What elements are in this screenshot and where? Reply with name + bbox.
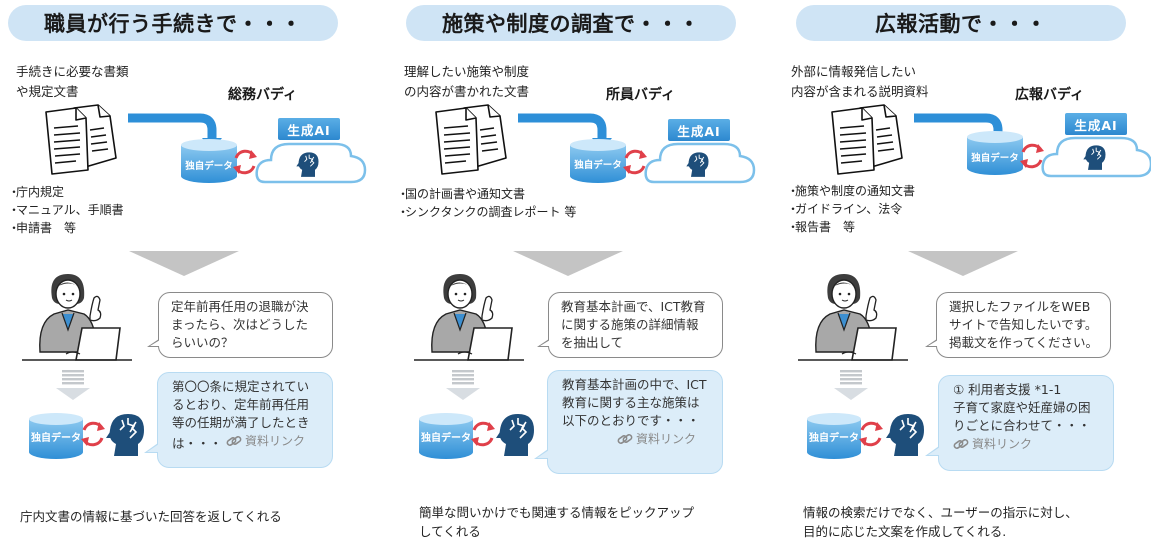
answer-text: ① 利用者支援 *1-1 子育て家庭や妊産婦の困りごとに合わせて・・・ [953,382,1091,433]
source-documents-label: 外部に情報発信したい 内容が含まれる説明資料 [791,64,929,99]
sync-arrows-icon [623,149,647,175]
database-icon [419,413,473,459]
panel-summary-text: 情報の検索だけでなく、ユーザーの指示に対し、 目的に応じた文案を作成してくれる. [803,505,1078,539]
panel-procedures: 職員が行う手続きで・・・ 手続きに必要な書類 や規定文書 総務バディ 独自データ [0,0,384,551]
database-icon [29,413,83,459]
document-examples-list: 国の計画書や通知文書シンクタンクの調査レポート 等 [397,185,576,221]
database-icon [181,139,237,183]
office-worker-laptop-icon [414,274,524,361]
database-icon [967,131,1023,175]
database-icon [807,413,861,459]
database-label: 独自データ [809,433,859,444]
database-label: 独自データ [971,153,1019,164]
database-label: 独自データ [574,160,622,171]
documents-icon [45,104,117,175]
panel-summary-text: 簡単な問いかけでも関連する情報をピックアップ してくれる [419,505,695,539]
document-link[interactable]: 資料リンク [617,430,696,448]
down-arrow-icon [446,370,480,400]
panel-public-relations: 広報活動で・・・ 外部に情報発信したい 内容が含まれる説明資料 広報バディ 独自… [768,0,1151,551]
doc-link-row: 資料リンク [562,430,708,451]
buddy-name: 広報バディ [1015,87,1085,103]
document-link[interactable]: 資料リンク [953,435,1032,453]
document-examples-list: 庁内規定マニュアル、手順書申請書 等 [8,183,124,237]
ai-brain-head-icon [496,414,534,456]
generative-ai-badge: 生成AI [278,118,340,140]
user-question-bubble: 定年前再任用の退職が決まったら、次はどうしたらいいの？ [147,292,333,358]
link-icon [953,439,969,449]
ai-brain-head-icon [106,414,144,456]
generative-ai-badge: 生成AI [1065,113,1127,135]
office-worker-laptop-icon [798,274,908,361]
sync-arrows-icon [471,421,495,447]
answer-text: 第〇〇条に規定されているとおり、定年前再任用等の任期が満了したときは・・・ [172,379,310,451]
database-icon [570,139,626,183]
down-arrow-icon [513,251,623,276]
document-example-item: シンクタンクの調査レポート 等 [397,203,576,221]
question-text: 定年前再任用の退職が決まったら、次はどうしたらいいの？ [171,299,309,350]
document-example-item: 国の計画書や通知文書 [397,185,576,203]
panel-title-text: 施策や制度の調査で・・・ [442,12,700,36]
doc-link-row: 資料リンク [226,434,305,451]
down-arrow-icon [129,251,239,276]
user-question-bubble: 教育基本計画で、ICT教育に関する施策の詳細情報を抽出して [537,292,723,358]
sync-arrows-icon [233,149,257,175]
panel-title-text: 広報活動で・・・ [875,12,1047,36]
office-worker-laptop-icon [22,274,132,361]
down-arrow-icon [834,370,868,400]
document-example-item: 庁内規定 [8,183,124,201]
documents-icon [435,104,507,175]
ai-brain-head-icon [886,414,924,456]
document-example-item: 施策や制度の通知文書 [787,182,915,200]
buddy-name: 所員バディ [606,87,676,103]
document-link-label: 資料リンク [245,434,306,448]
document-example-item: 報告書 等 [787,218,915,236]
document-link-label: 資料リンク [972,437,1033,451]
panel-summary-text: 庁内文書の情報に基づいた回答を返してくれる [20,509,282,524]
document-example-item: 申請書 等 [8,219,124,237]
panel-policy-research: 施策や制度の調査で・・・ 理解したい施策や制度 の内容が書かれた文書 所員バディ… [384,0,768,551]
sync-arrows-icon [859,421,883,447]
document-example-item: マニュアル、手順書 [8,201,124,219]
document-examples-list: 施策や制度の通知文書ガイドライン、法令報告書 等 [787,182,915,236]
doc-link-row: 資料リンク [953,435,1099,456]
source-documents-label: 理解したい施策や制度 の内容が書かれた文書 [404,64,530,99]
buddy-name: 総務バディ [228,87,298,103]
panel-title: 職員が行う手続きで・・・ [8,5,338,41]
panel-title: 施策や制度の調査で・・・ [406,5,736,41]
user-question-bubble: 選択したファイルをWEBサイトで告知したいです。掲載文を作ってください。 [925,292,1111,358]
database-label: 独自データ [185,161,233,172]
sync-arrows-icon [1020,143,1044,169]
down-arrow-icon [908,251,1018,276]
source-documents-label: 手続きに必要な書類 や規定文書 [16,64,129,99]
generative-ai-badge: 生成AI [668,119,730,141]
ai-answer-bubble: 第〇〇条に規定されているとおり、定年前再任用等の任期が満了したときは・・・ 資料… [144,372,333,468]
ai-brain-head-icon [686,152,709,177]
panel-title: 広報活動で・・・ [796,5,1126,41]
panel-title-text: 職員が行う手続きで・・・ [44,12,302,36]
database-label: 独自データ [421,433,471,444]
question-text: 教育基本計画で、ICT教育に関する施策の詳細情報を抽出して [561,299,706,350]
answer-text: 教育基本計画の中で、ICT教育に関する主な施策は以下のとおりです・・・ [562,377,707,428]
down-arrow-icon [56,370,90,400]
question-text: 選択したファイルをWEBサイトで告知したいです。掲載文を作ってください。 [949,299,1099,350]
document-example-item: ガイドライン、法令 [787,200,915,218]
ai-brain-head-icon [296,152,319,177]
ai-answer-bubble: ① 利用者支援 *1-1 子育て家庭や妊産婦の困りごとに合わせて・・・ 資料リン… [925,375,1114,471]
document-link-label: 資料リンク [635,432,696,446]
sync-arrows-icon [81,421,105,447]
documents-icon [831,104,903,175]
document-link[interactable]: 資料リンク [226,432,305,450]
ai-brain-head-icon [1083,145,1106,170]
database-label: 独自データ [31,433,81,444]
link-icon [226,436,242,446]
ai-answer-bubble: 教育基本計画の中で、ICT教育に関する主な施策は以下のとおりです・・・ 資料リン… [534,370,723,474]
link-icon [617,434,633,444]
